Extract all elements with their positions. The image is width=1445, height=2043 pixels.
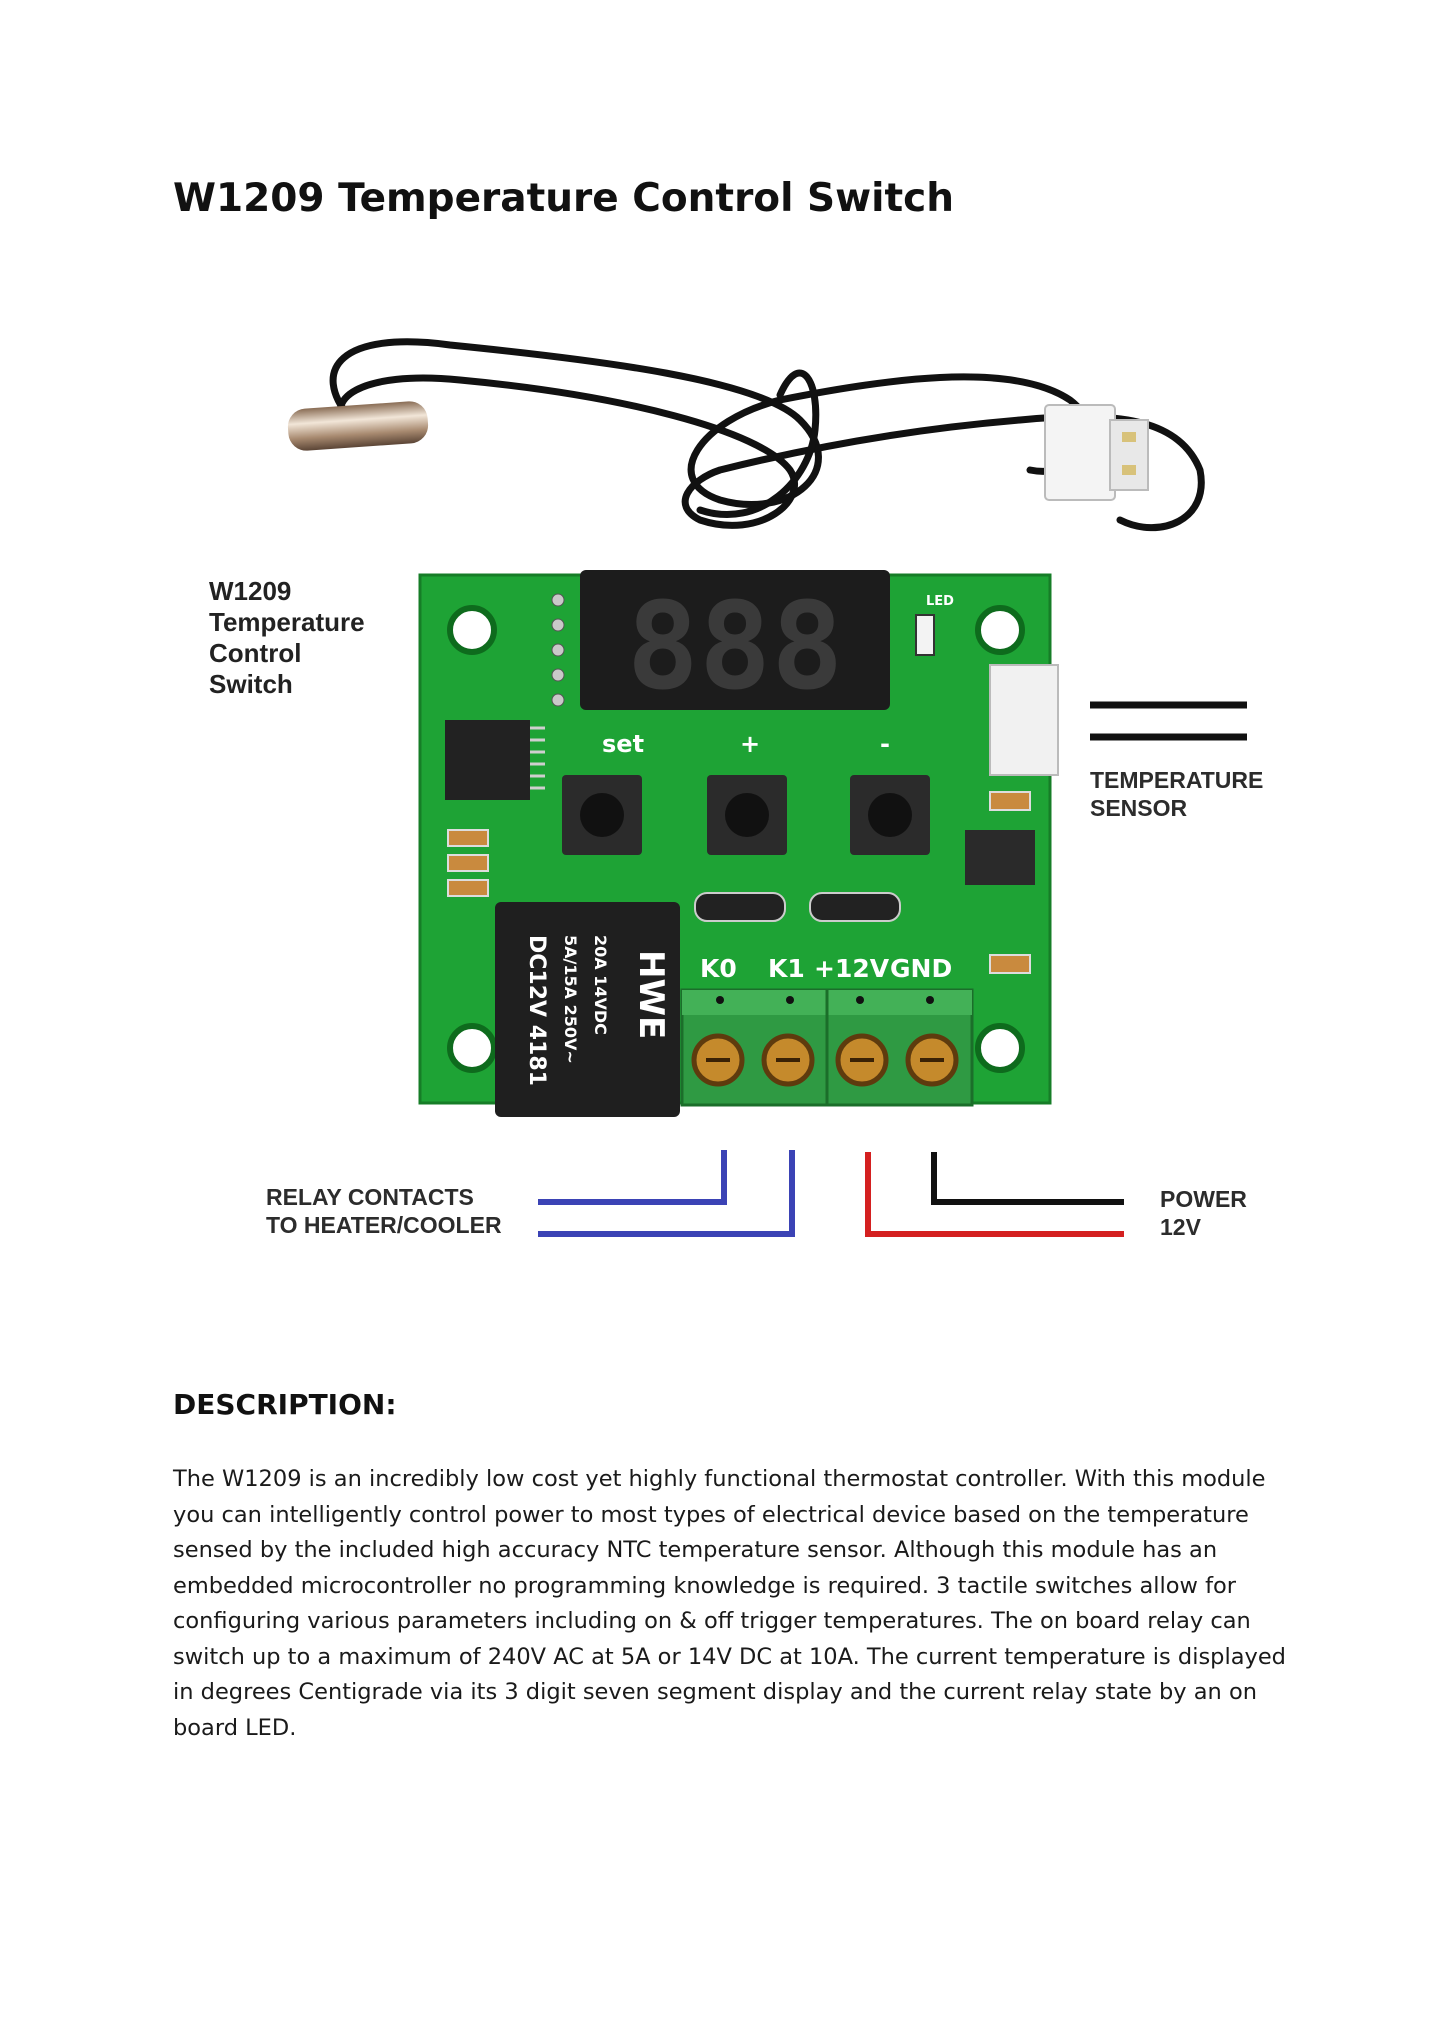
power-ground-wire xyxy=(931,1152,1124,1205)
terminal-label-k1: K1 xyxy=(768,954,805,983)
relay-marking-1: 20A 14VDC xyxy=(591,935,610,1035)
relay: HWE 20A 14VDC 5A/15A 250V~ DC12V 4181 xyxy=(495,902,680,1117)
sensor-cable xyxy=(329,338,1205,532)
microcontroller-chip xyxy=(445,720,530,800)
sensor-connector xyxy=(1044,404,1149,501)
description-text: The W1209 is an incredibly low cost yet … xyxy=(173,1466,1286,1741)
relay-contacts-label: RELAY CONTACTS TO HEATER/COOLER xyxy=(266,1184,502,1238)
w1209-board: 888 LED set + - xyxy=(418,570,1059,1117)
display-digits: 888 xyxy=(627,578,844,717)
screw-terminal-block xyxy=(680,988,974,1107)
set-button[interactable] xyxy=(562,775,642,855)
sensor-indicator-lines xyxy=(1090,701,1247,741)
terminal-label-12v: +12V xyxy=(814,954,890,983)
page-title: W1209 Temperature Control Switch xyxy=(173,176,955,221)
power-label: POWER 12V xyxy=(1160,1186,1247,1240)
minus-button[interactable] xyxy=(850,775,930,855)
relay-wires xyxy=(538,1150,795,1237)
plus-button-label: + xyxy=(740,730,760,758)
description-heading: DESCRIPTION: xyxy=(173,1388,397,1421)
terminal-label-k0: K0 xyxy=(700,954,737,983)
power-positive-wire xyxy=(865,1152,1124,1237)
module-label: W1209 Temperature Control Switch xyxy=(209,576,365,699)
status-led xyxy=(915,614,935,656)
plus-button[interactable] xyxy=(707,775,787,855)
set-button-label: set xyxy=(602,730,644,758)
led-label: LED xyxy=(926,594,954,609)
relay-marking-2: 5A/15A 250V~ xyxy=(561,935,580,1064)
terminal-label-gnd: GND xyxy=(890,954,952,983)
relay-marking-3: DC12V 4181 xyxy=(524,935,549,1086)
sensor-probe xyxy=(287,401,429,451)
product-figure: 888 LED set + - xyxy=(209,338,1264,1240)
minus-button-label: - xyxy=(880,730,890,758)
relay-brand: HWE xyxy=(631,950,671,1039)
w1209-illustration: 888 LED set + - xyxy=(287,338,1247,1237)
temperature-sensor-label: TEMPERATURE SENSOR xyxy=(1090,767,1264,821)
